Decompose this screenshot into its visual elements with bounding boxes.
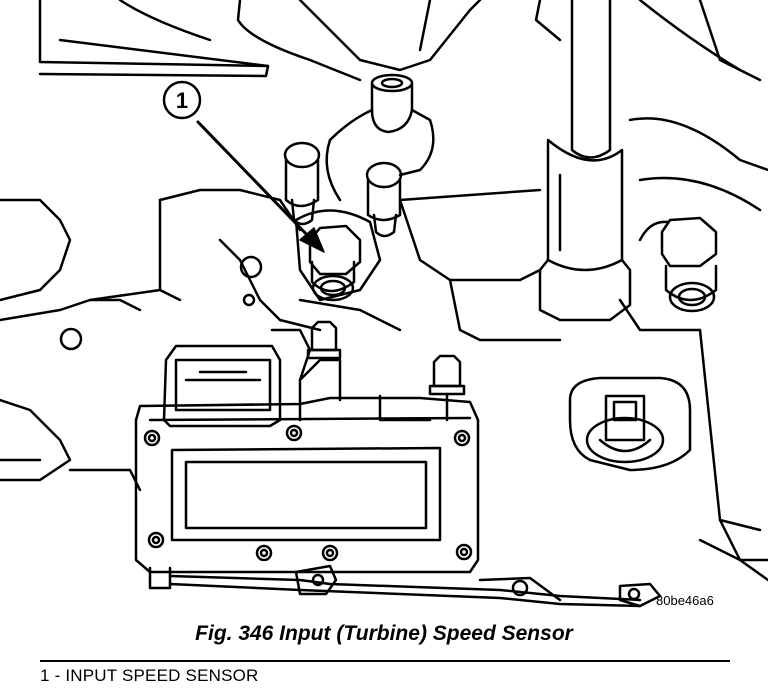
transmission-illustration: 1 — [0, 0, 768, 608]
solenoid-assembly — [134, 320, 480, 574]
figure-reference-code: 80be46a6 — [656, 593, 714, 608]
housing-outline — [0, 0, 768, 582]
figure-caption-text: Fig. 346 Input (Turbine) Speed Sensor — [195, 622, 573, 645]
legend-item: 1 - INPUT SPEED SENSOR — [40, 666, 259, 685]
callout-arrowhead — [299, 227, 325, 253]
legend-divider — [40, 660, 730, 662]
callout-1: 1 — [162, 80, 325, 253]
figure-caption: Fig. 346 Input (Turbine) Speed Sensor — [0, 622, 768, 646]
fittings — [283, 73, 435, 302]
right-fitting — [638, 216, 718, 313]
callout-circle — [162, 80, 202, 120]
wiring-harness — [148, 518, 768, 608]
input-speed-sensor — [308, 224, 362, 302]
shift-rod — [538, 0, 632, 322]
callout-number: 1 — [176, 88, 188, 113]
callout-leader — [196, 120, 314, 242]
output-sensor — [568, 376, 692, 472]
legend: 1 - INPUT SPEED SENSOR — [40, 666, 259, 686]
